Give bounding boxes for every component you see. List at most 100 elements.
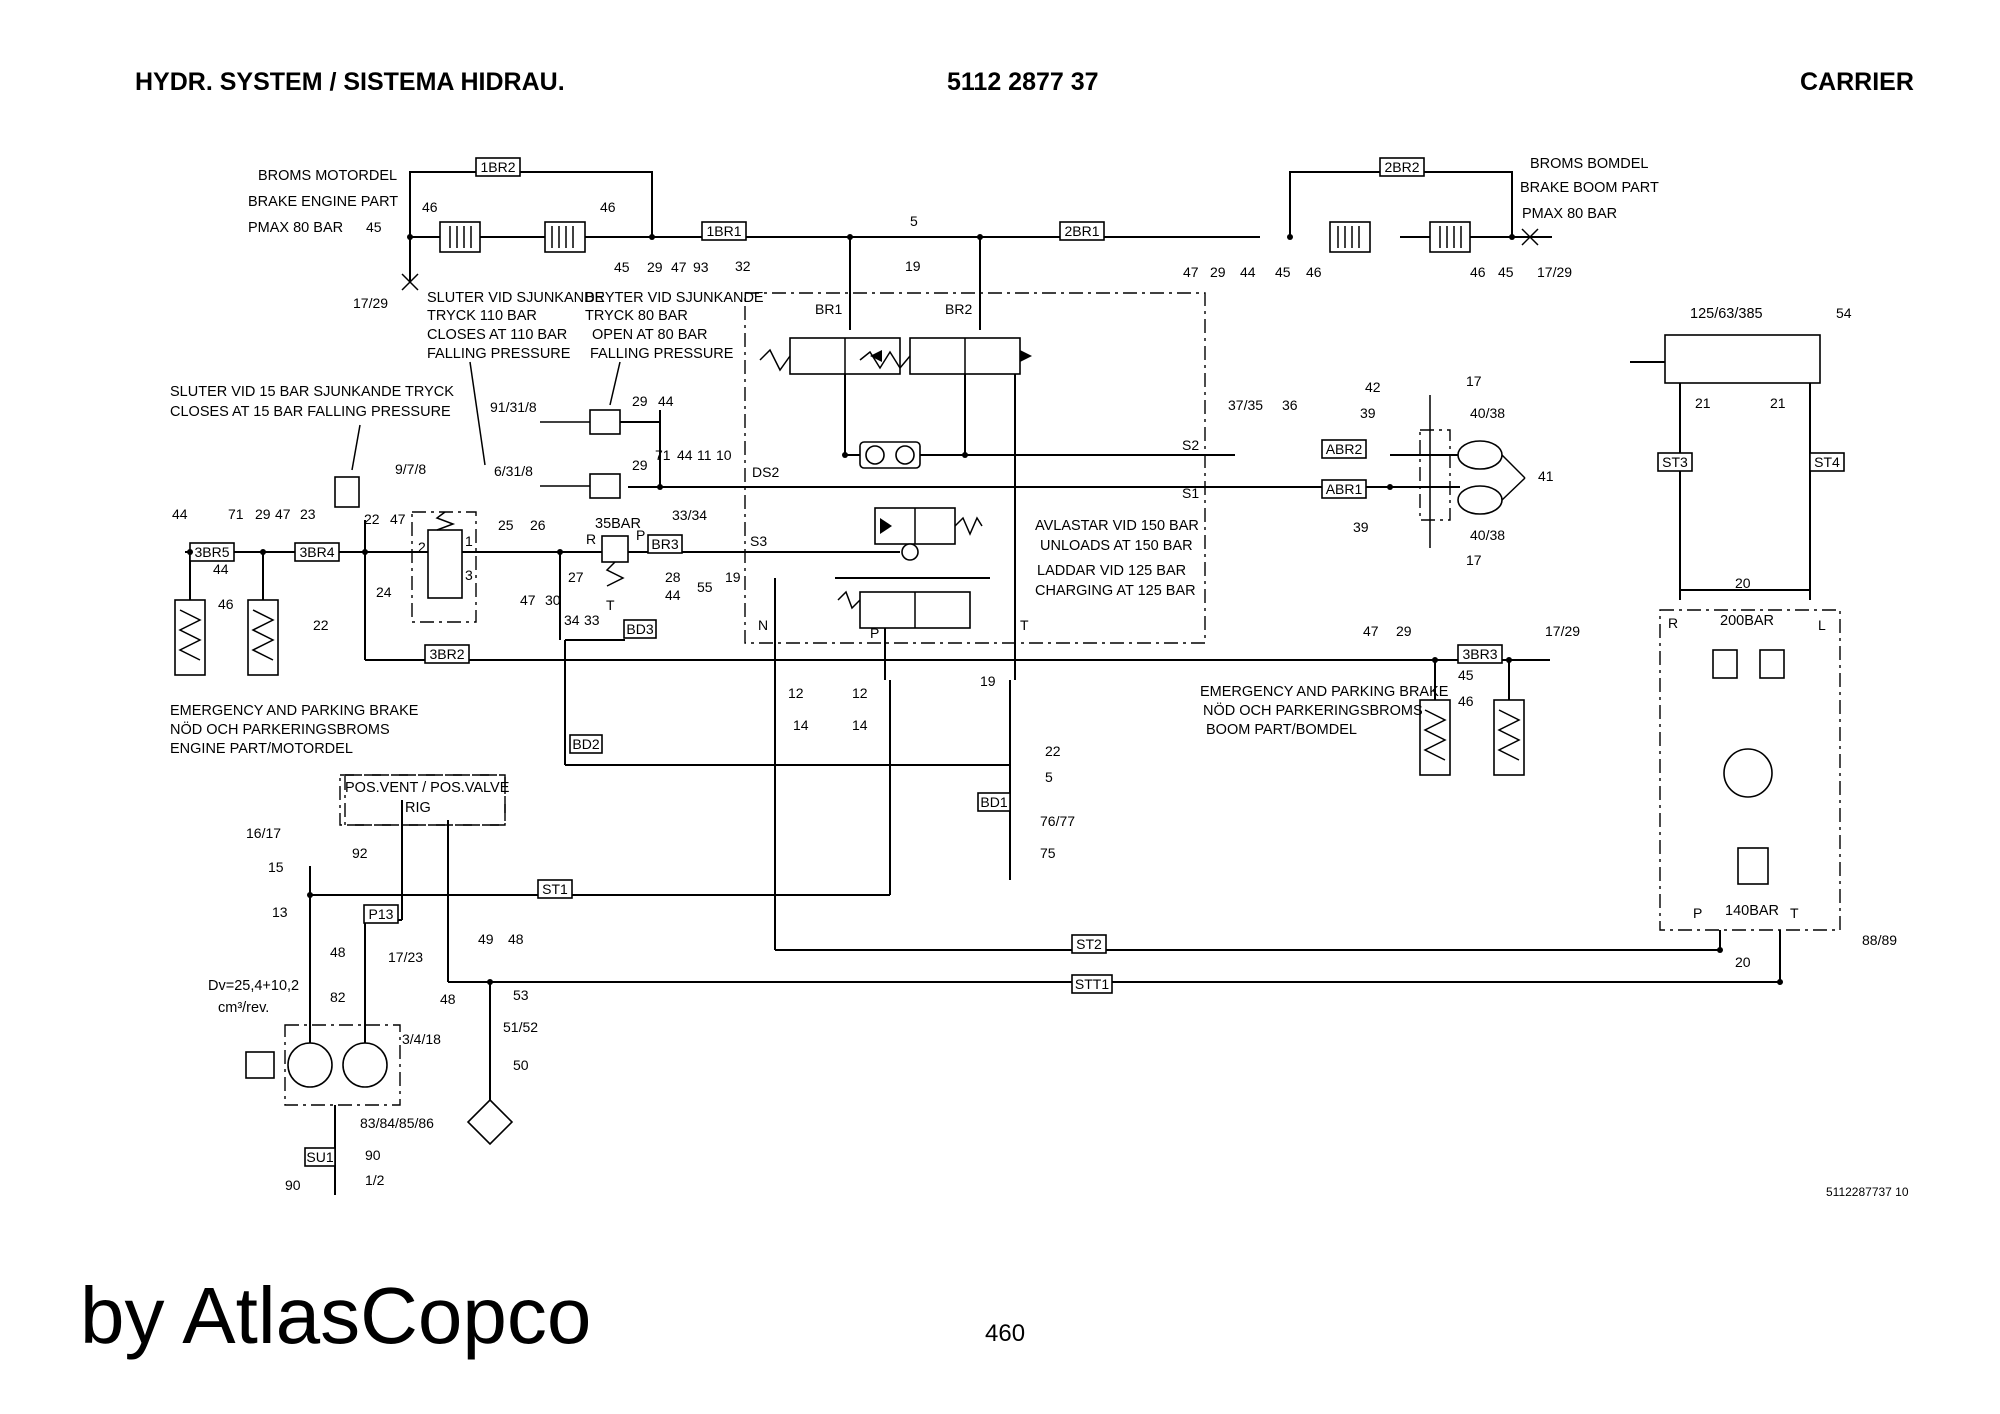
- annotations: BROMS MOTORDEL BRAKE ENGINE PART PMAX 80…: [170, 156, 1779, 1016]
- note-unloader-2: UNLOADS AT 150 BAR: [1040, 538, 1193, 554]
- pn: 14: [852, 717, 868, 733]
- pn: 49: [478, 931, 494, 947]
- brake-valve-br: [628, 237, 1390, 680]
- pn: 44: [172, 506, 188, 522]
- note-unloader-1: AVLASTAR VID 150 BAR: [1035, 518, 1199, 534]
- pn: 91/31/8: [490, 399, 537, 415]
- pn: 29: [647, 259, 663, 275]
- tag-bd1: BD1: [980, 794, 1007, 810]
- note-park-boom-1: EMERGENCY AND PARKING BRAKE: [1200, 684, 1449, 700]
- pn: 17/29: [353, 295, 388, 311]
- note-pos-valve-1: POS.VENT / POS.VALVE: [345, 780, 510, 796]
- port-br1: BR1: [815, 301, 842, 317]
- pn: 39: [1360, 405, 1376, 421]
- pn: 90: [365, 1147, 381, 1163]
- pn: 27: [568, 569, 584, 585]
- pn: 44: [658, 393, 674, 409]
- pn: 32: [735, 258, 751, 274]
- pn: 34: [564, 612, 580, 628]
- pn: 47: [1183, 264, 1199, 280]
- pump-circuit: [245, 680, 1780, 1195]
- pn: 24: [376, 584, 392, 600]
- pn: 36: [1282, 397, 1298, 413]
- tag-st4: ST4: [1814, 454, 1840, 470]
- pn: 76/77: [1040, 813, 1075, 829]
- port-n: N: [758, 617, 768, 633]
- pn: 47: [1363, 623, 1379, 639]
- pn: 21: [1695, 395, 1711, 411]
- pn: 26: [530, 517, 546, 533]
- pn: 28: [665, 569, 681, 585]
- note-pump-1: Dv=25,4+10,2: [208, 978, 299, 994]
- parking-brake-cylinders: [174, 552, 1525, 776]
- brake-cylinder-4: [1429, 221, 1471, 253]
- pn: 11: [697, 447, 712, 463]
- pn: 93: [693, 259, 709, 275]
- tag-p13: P13: [369, 906, 394, 922]
- pn: 17: [1466, 373, 1482, 389]
- pn: 46: [218, 596, 234, 612]
- tag-2br1: 2BR1: [1064, 223, 1099, 239]
- pn: 9/7/8: [395, 461, 426, 477]
- pn: 23: [300, 506, 316, 522]
- pn: 39: [1353, 519, 1369, 535]
- pn: 14: [793, 717, 809, 733]
- pn: 3: [465, 567, 473, 583]
- tag-1br2: 1BR2: [480, 159, 515, 175]
- pn: 1/2: [365, 1172, 385, 1188]
- pn: 88/89: [1862, 932, 1897, 948]
- tag-br3: BR3: [651, 536, 678, 552]
- pn: 10: [716, 447, 732, 463]
- note-brake-boom-3: PMAX 80 BAR: [1522, 206, 1617, 222]
- note-switch110-3: CLOSES AT 110 BAR: [427, 327, 567, 343]
- pn: 83/84/85/86: [360, 1115, 434, 1131]
- note-switch110-2: TRYCK 110 BAR: [427, 308, 537, 324]
- pn: 41: [1538, 468, 1554, 484]
- port-p-left: P: [636, 527, 645, 543]
- note-cylinder: 125/63/385: [1690, 306, 1763, 322]
- tag-3br5: 3BR5: [194, 544, 229, 560]
- pn: 48: [508, 931, 524, 947]
- pn: 5: [910, 213, 918, 229]
- header-part-number: 5112 2877 37: [947, 68, 1099, 96]
- port-s1: S1: [1182, 485, 1199, 501]
- swing-circuit: [1630, 334, 1841, 982]
- tag-stt1: STT1: [1075, 976, 1109, 992]
- note-brake-engine-3: PMAX 80 BAR: [248, 220, 343, 236]
- pn: 12: [852, 685, 868, 701]
- tag-st2: ST2: [1076, 936, 1102, 952]
- pn: 44: [677, 447, 693, 463]
- pn: 45: [614, 259, 630, 275]
- pn: 48: [440, 991, 456, 1007]
- pn: 44: [1240, 264, 1256, 280]
- unloader-valve: [774, 507, 990, 680]
- pn: 17/23: [388, 949, 423, 965]
- note-switch80-1: BRYTER VID SJUNKANDE: [585, 290, 764, 306]
- port-p-right: P: [1693, 905, 1702, 921]
- tag-3br3: 3BR3: [1462, 646, 1497, 662]
- brake-cylinder-1: [425, 221, 481, 253]
- pn: 90: [285, 1177, 301, 1193]
- note-brake-boom-1: BROMS BOMDEL: [1530, 156, 1648, 172]
- pn: 46: [1470, 264, 1486, 280]
- pn: 47: [390, 511, 406, 527]
- note-switch80-3: OPEN AT 80 BAR: [592, 327, 708, 343]
- pn: 20: [1735, 575, 1751, 591]
- note-switch80-2: TRYCK 80 BAR: [585, 308, 688, 324]
- pn: 17: [1466, 552, 1482, 568]
- part-numbers: 46 46 45 45 29 47 93 17/29 5 19 32 47 29…: [172, 199, 1897, 1193]
- tag-su1: SU1: [306, 1149, 333, 1165]
- pn: 44: [665, 587, 681, 603]
- port-t-left: T: [606, 597, 615, 613]
- header-title: HYDR. SYSTEM / SISTEMA HIDRAU.: [135, 68, 565, 96]
- tag-3br2: 3BR2: [429, 646, 464, 662]
- pn: 75: [1040, 845, 1056, 861]
- junction-dots: [187, 234, 1783, 985]
- tag-1br1: 1BR1: [706, 223, 741, 239]
- note-brake-boom-2: BRAKE BOOM PART: [1520, 180, 1659, 196]
- pn: 12: [788, 685, 804, 701]
- note-brake-engine-2: BRAKE ENGINE PART: [248, 194, 398, 210]
- pn: 22: [313, 617, 329, 633]
- port-t: T: [1020, 617, 1029, 633]
- pn: 71: [228, 506, 244, 522]
